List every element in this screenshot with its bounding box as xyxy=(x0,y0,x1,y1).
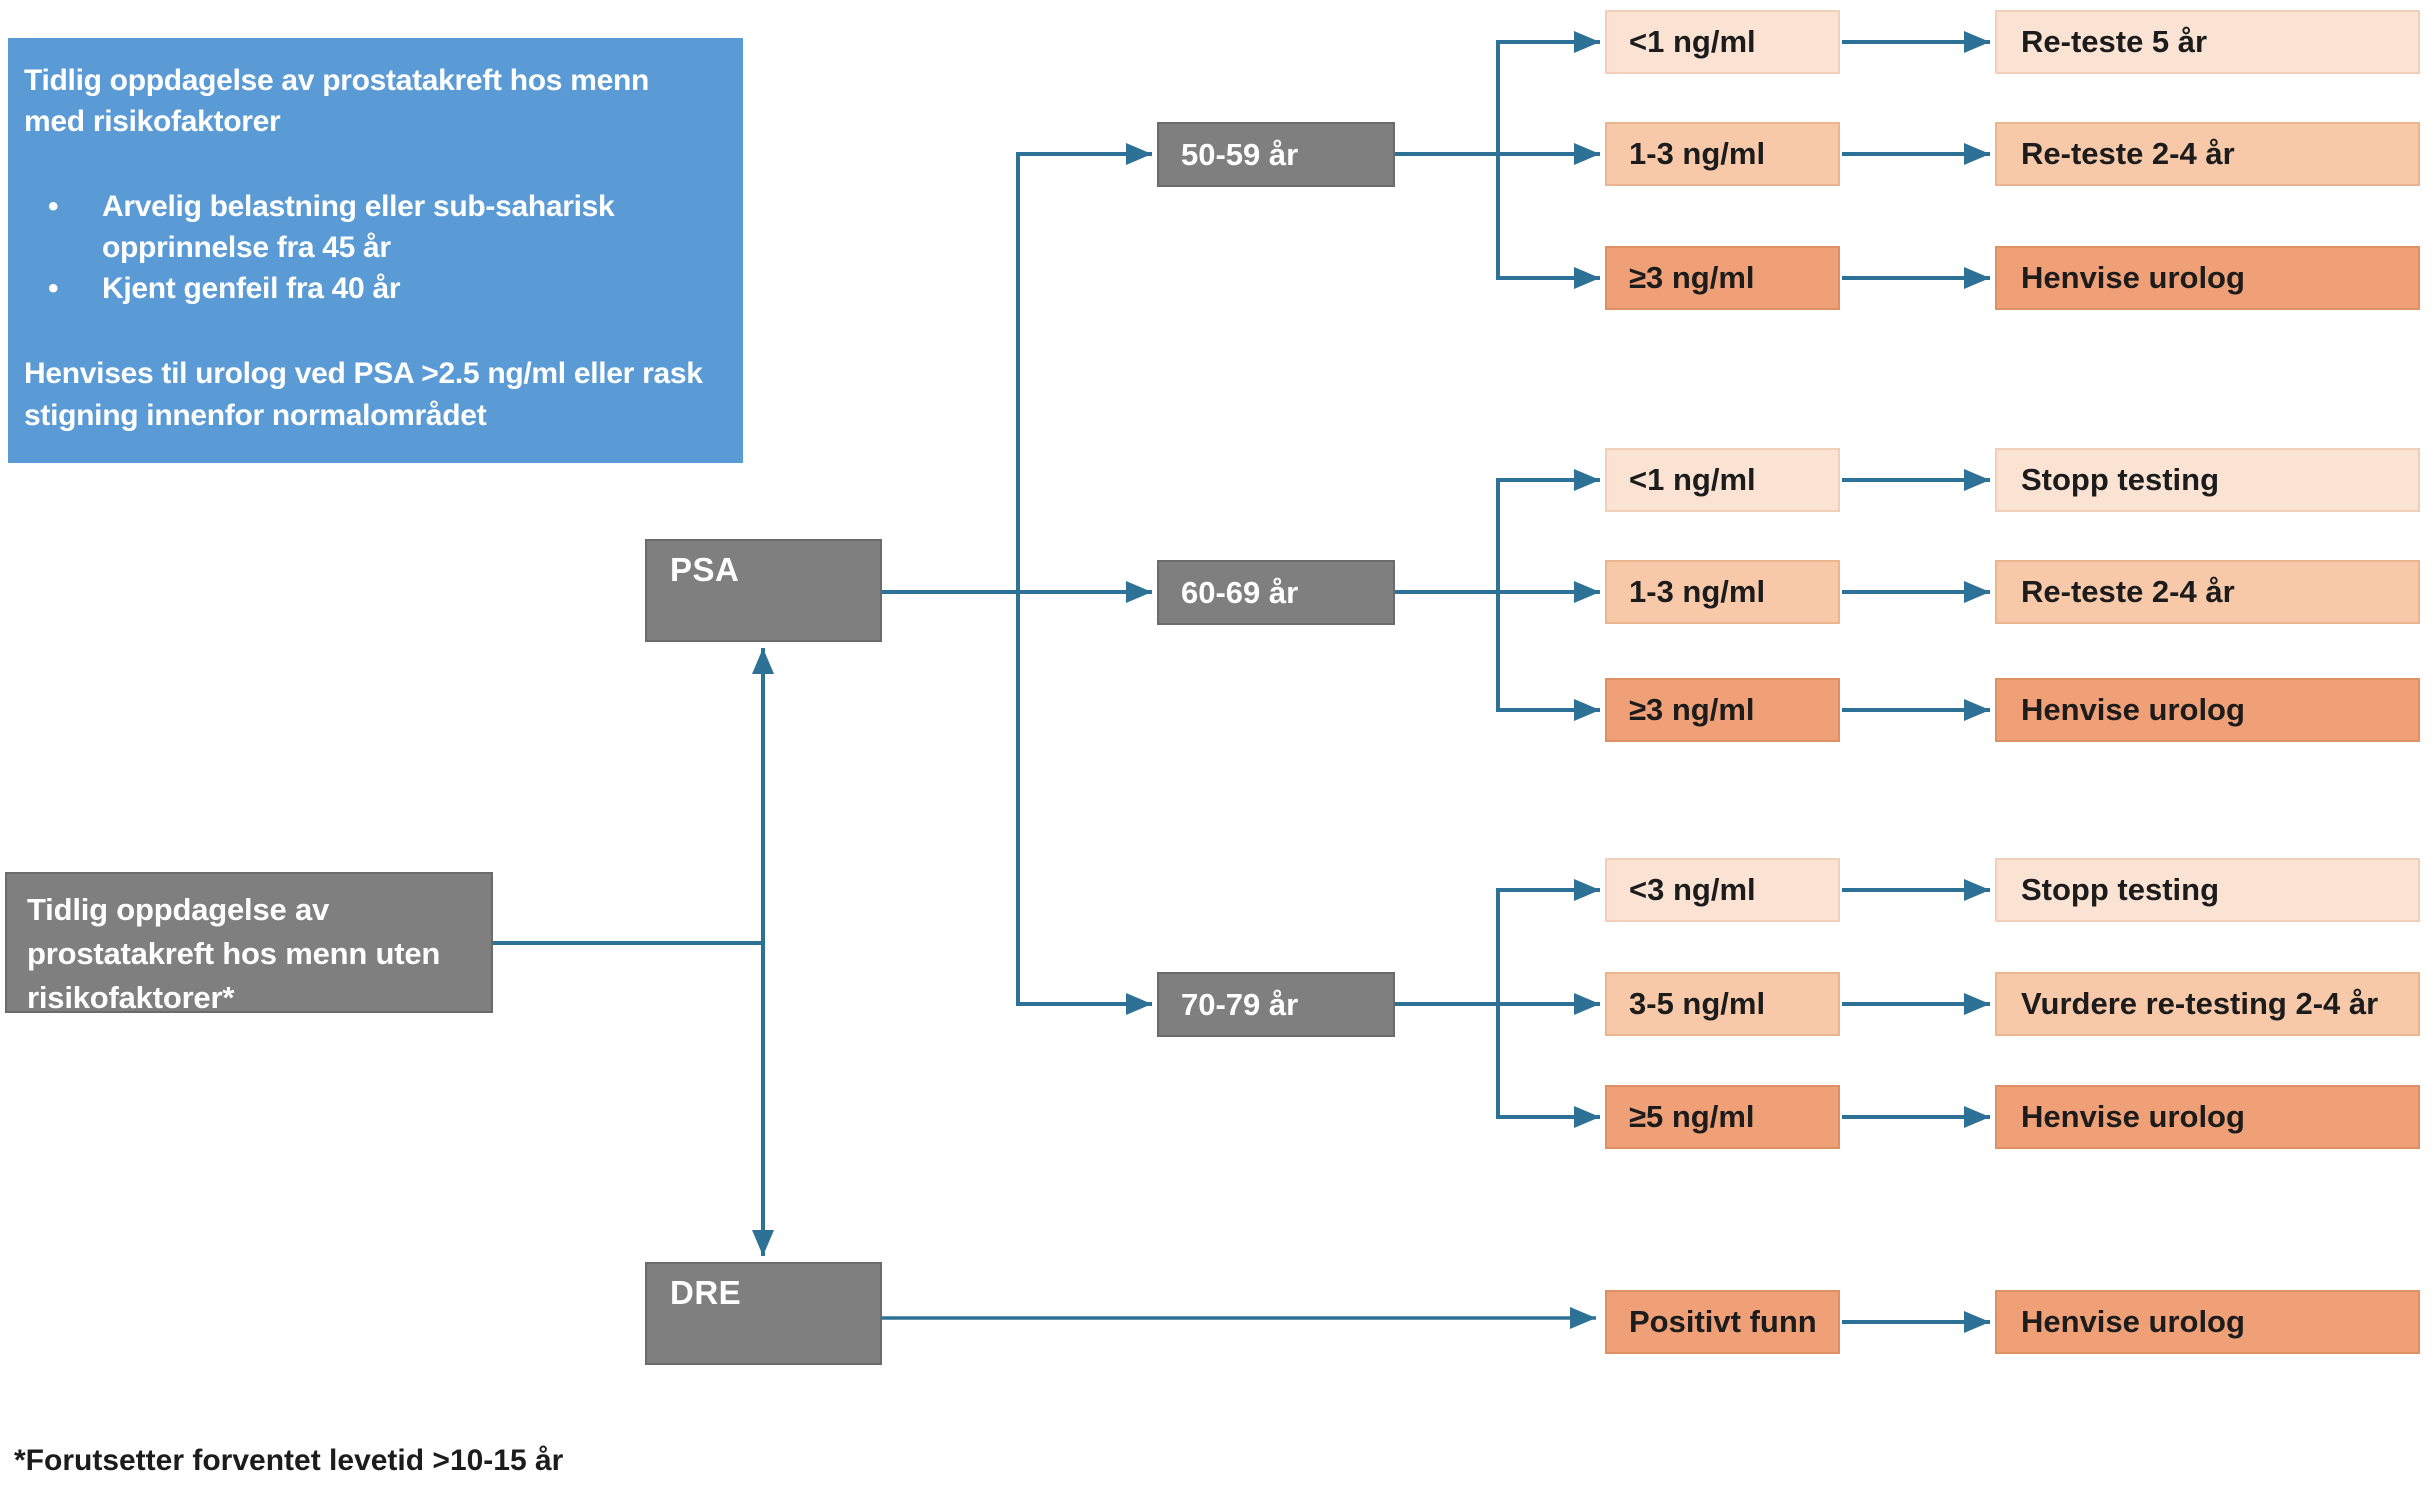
risk-info-bullet: Kjent genfeil fra 40 år xyxy=(24,268,729,309)
psa-value-node: ≥3 ng/ml xyxy=(1605,246,1840,310)
psa-value-node: 1-3 ng/ml xyxy=(1605,560,1840,624)
risk-info-title: Tidlig oppdagelse av prostatakreft hos m… xyxy=(24,64,650,139)
action-node: Vurdere re-testing 2-4 år xyxy=(1995,972,2420,1036)
risk-info-box: Tidlig oppdagelse av prostatakreft hos m… xyxy=(8,38,743,463)
age-node-60-69: 60-69 år xyxy=(1157,560,1395,625)
action-node: Henvise urolog xyxy=(1995,678,2420,742)
risk-info-note: Henvises til urolog ved PSA >2.5 ng/ml e… xyxy=(24,357,703,432)
psa-to-age-connectors xyxy=(882,143,1152,1015)
action-node: Henvise urolog xyxy=(1995,246,2420,310)
dre-finding-node: Positivt funn xyxy=(1605,1290,1840,1354)
start-node: Tidlig oppdagelse av prostatakreft hos m… xyxy=(5,872,493,1015)
age-node-70-79: 70-79 år xyxy=(1157,972,1395,1037)
action-node: Stopp testing xyxy=(1995,858,2420,922)
action-node: Re-teste 2-4 år xyxy=(1995,122,2420,186)
age-node-50-59: 50-59 år xyxy=(1157,122,1395,187)
action-node: Stopp testing xyxy=(1995,448,2420,512)
psa-value-node: <1 ng/ml xyxy=(1605,448,1840,512)
psa-value-node: 1-3 ng/ml xyxy=(1605,122,1840,186)
risk-info-bullet-list: Arvelig belastning eller sub-saharisk op… xyxy=(24,186,729,309)
psa-value-node: 3-5 ng/ml xyxy=(1605,972,1840,1036)
psa-value-node: <3 ng/ml xyxy=(1605,858,1840,922)
psa-value-node: ≥5 ng/ml xyxy=(1605,1085,1840,1149)
risk-info-bullet: Arvelig belastning eller sub-saharisk op… xyxy=(24,186,729,268)
start-to-tests-connectors xyxy=(493,648,774,1256)
action-node: Re-teste 5 år xyxy=(1995,10,2420,74)
action-node: Henvise urolog xyxy=(1995,1290,2420,1354)
dre-node: DRE xyxy=(645,1262,882,1365)
psa-value-node: ≥3 ng/ml xyxy=(1605,678,1840,742)
footnote: *Forutsetter forventet levetid >10-15 år xyxy=(14,1444,564,1477)
psa-node: PSA xyxy=(645,539,882,642)
action-node: Re-teste 2-4 år xyxy=(1995,560,2420,624)
action-node: Henvise urolog xyxy=(1995,1085,2420,1149)
psa-value-node: <1 ng/ml xyxy=(1605,10,1840,74)
